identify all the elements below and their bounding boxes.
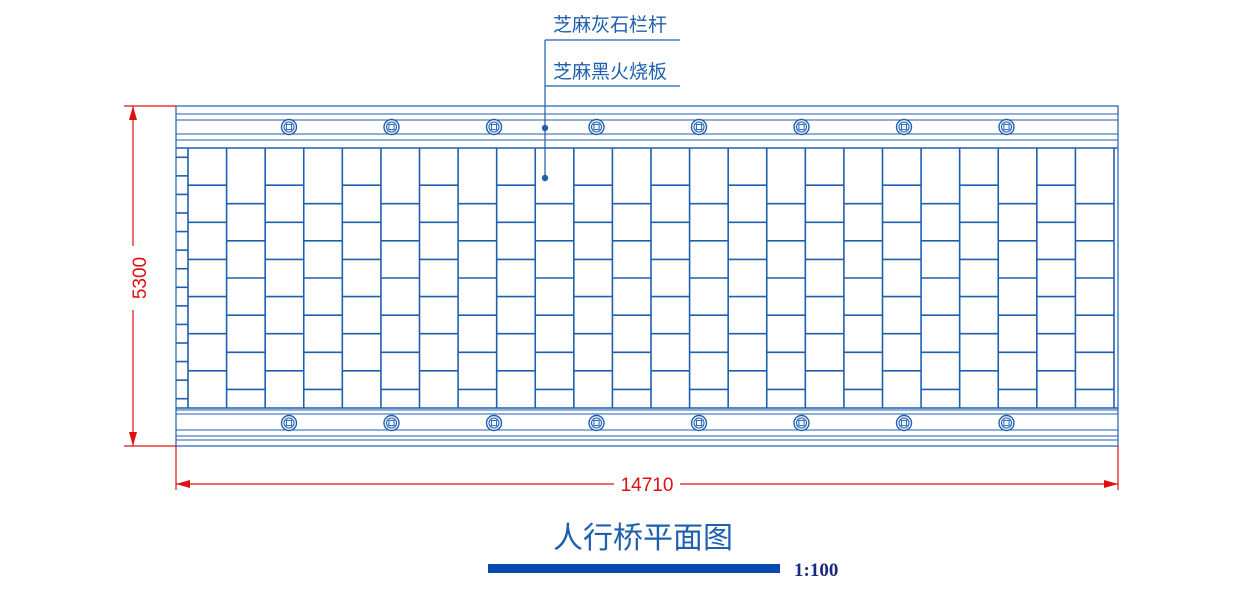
railing-post-ring (693, 121, 705, 133)
railing-post-ring (693, 417, 705, 429)
railing-post-core (593, 419, 600, 427)
label-leader: 芝麻灰石栏杆 芝麻黑火烧板 (541, 14, 680, 182)
railing-post-icon (588, 118, 605, 136)
dimension-width (175, 446, 1119, 490)
dimension-arrow-icon (1104, 480, 1118, 488)
label-deck: 芝麻黑火烧板 (553, 61, 667, 83)
railing-post-core (388, 419, 395, 427)
leader-dot-icon (541, 124, 549, 132)
label-railing: 芝麻灰石栏杆 (553, 14, 667, 36)
railing-post-core (1003, 419, 1010, 427)
bottom-railing-band (176, 409, 1118, 441)
railing-post-icon (383, 118, 400, 136)
drawing-title: 人行桥平面图 (553, 521, 733, 556)
railing-post-core (798, 419, 805, 427)
railing-post-icon (485, 118, 503, 136)
railing-post-ring (385, 121, 398, 133)
railing-post-core (900, 419, 908, 427)
railing-post-core (388, 123, 395, 131)
railing-post-ring (1000, 417, 1013, 429)
railing-post-core (490, 123, 498, 131)
railing-post-ring (898, 121, 910, 133)
railing-post-icon (895, 414, 913, 432)
railing-post-core (1003, 123, 1010, 131)
scale-ratio: 1:100 (794, 560, 838, 581)
railing-post-ring (1000, 121, 1013, 133)
dimension-height (124, 105, 176, 447)
railing-post-icon (998, 118, 1015, 136)
railing-post-ring (795, 417, 808, 429)
railing-post-core (490, 419, 498, 427)
railing-post-icon (998, 414, 1015, 432)
dimension-height-value: 5300 (130, 257, 151, 299)
railing-post-ring (488, 121, 500, 133)
railing-post-icon (383, 414, 400, 432)
paving-pattern (176, 147, 1118, 409)
railing-post-ring (283, 417, 295, 429)
railing-post-ring (898, 417, 910, 429)
dimension-width-value: 14710 (621, 475, 674, 496)
railing-post-icon (690, 414, 708, 432)
railing-post-icon (793, 414, 810, 432)
dimension-arrow-icon (129, 106, 137, 120)
railing-post-core (285, 419, 293, 427)
dimension-arrow-icon (176, 480, 190, 488)
leader-dot-icon (541, 174, 549, 182)
railing-post-ring (590, 417, 603, 429)
railing-post-icon (280, 118, 298, 136)
dimension-arrow-icon (129, 432, 137, 446)
scale-bar (488, 564, 780, 573)
railing-post-core (695, 123, 703, 131)
railing-post-icon (793, 118, 810, 136)
railing-post-ring (795, 121, 808, 133)
railing-post-core (900, 123, 908, 131)
railing-post-icon (588, 414, 605, 432)
railing-post-icon (280, 414, 298, 432)
railing-post-ring (283, 121, 295, 133)
railing-post-icon (690, 118, 708, 136)
railing-posts (280, 118, 1015, 432)
railing-post-core (798, 123, 805, 131)
deck-outline (175, 105, 1119, 447)
railing-post-ring (488, 417, 500, 429)
top-railing-band (176, 113, 1118, 141)
railing-post-ring (385, 417, 398, 429)
railing-post-core (695, 419, 703, 427)
railing-post-icon (485, 414, 503, 432)
railing-post-core (285, 123, 293, 131)
railing-post-icon (895, 118, 913, 136)
railing-post-core (593, 123, 600, 131)
railing-post-ring (590, 121, 603, 133)
